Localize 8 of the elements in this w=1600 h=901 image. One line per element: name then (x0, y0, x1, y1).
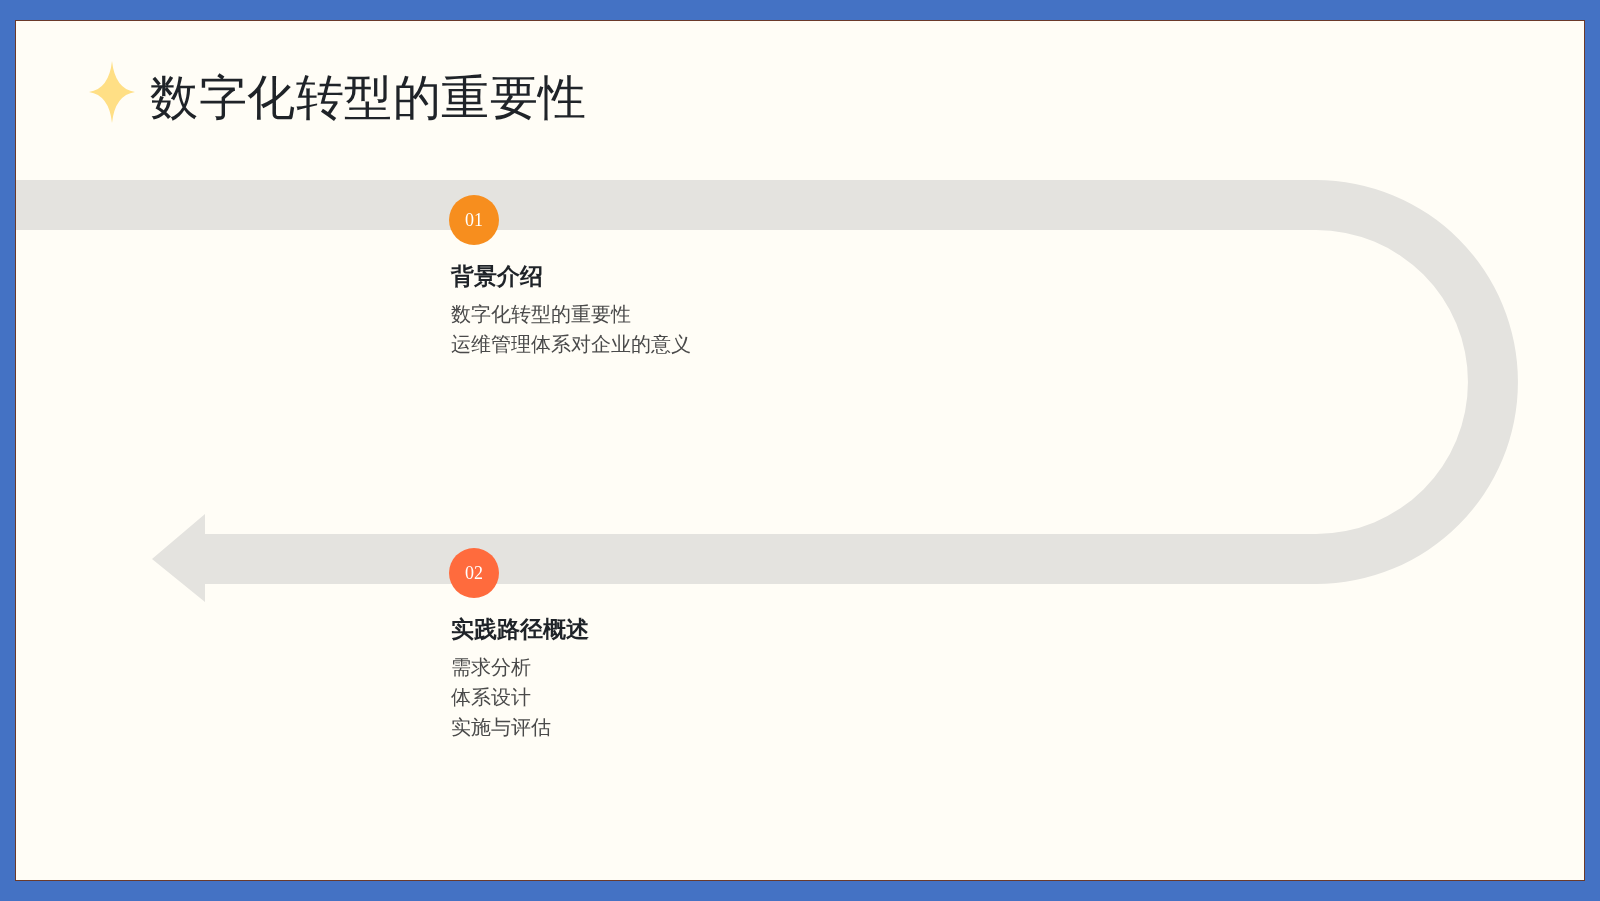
slide-title: 数字化转型的重要性 (150, 72, 587, 124)
step-item: 运维管理体系对企业的意义 (451, 332, 691, 357)
step-item: 体系设计 (451, 685, 531, 710)
step-item: 需求分析 (451, 655, 531, 680)
step-heading: 实践路径概述 (451, 616, 589, 644)
step-item: 实施与评估 (451, 715, 551, 740)
step-item: 数字化转型的重要性 (451, 302, 631, 327)
step-heading: 背景介绍 (451, 263, 543, 291)
